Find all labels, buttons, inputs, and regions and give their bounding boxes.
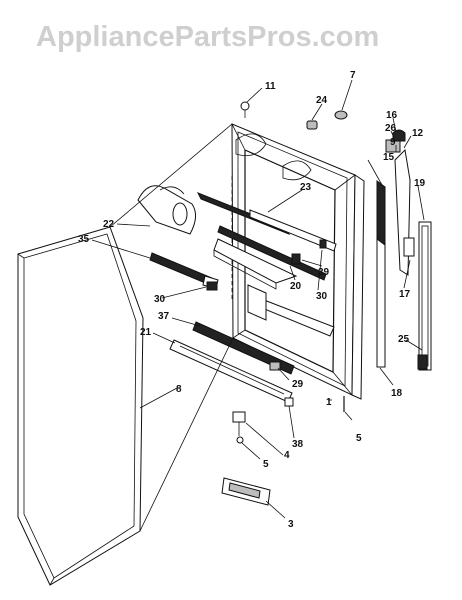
door-shelf-lower [247, 284, 335, 337]
screws-and-caps [206, 101, 348, 506]
callout-37: 37 [158, 311, 170, 322]
callout-8: 8 [176, 384, 182, 395]
callout-23: 23 [300, 182, 312, 193]
callout-39: 39 [318, 267, 330, 278]
callout-9: 9 [390, 137, 396, 148]
callout-19: 19 [414, 178, 426, 189]
callout-5-right: 5 [356, 433, 362, 444]
callout-25: 25 [398, 334, 410, 345]
callout-5-bottom: 5 [263, 459, 269, 470]
callout-7: 7 [350, 70, 356, 81]
watermark-text: AppliancePartsPros.com [36, 21, 379, 53]
callout-35: 35 [78, 234, 90, 245]
callout-16: 16 [386, 110, 398, 121]
callout-22: 22 [103, 219, 115, 230]
leader-lines [91, 79, 425, 532]
callout-4: 4 [284, 450, 290, 461]
callout-15: 15 [383, 152, 395, 163]
callout-20: 20 [290, 281, 302, 292]
shelf-rail-23 [196, 192, 337, 252]
shelf-retainer-37 [192, 321, 295, 375]
door-gasket [17, 226, 144, 586]
callout-11: 11 [265, 81, 276, 92]
callout-30-right: 30 [316, 291, 328, 302]
callout-18: 18 [391, 388, 403, 399]
callout-17: 17 [399, 289, 411, 300]
callout-1: 1 [326, 397, 332, 408]
hinge-assembly [376, 129, 432, 371]
callout-29: 29 [292, 379, 304, 390]
callout-3: 3 [288, 519, 294, 530]
callout-30-left: 30 [154, 294, 166, 305]
callout-21: 21 [140, 327, 152, 338]
door-shelf-20 [213, 225, 327, 290]
callout-24: 24 [316, 95, 328, 106]
callout-26: 26 [385, 123, 397, 134]
butter-door-22 [137, 185, 196, 235]
callout-12: 12 [412, 128, 424, 139]
callout-38: 38 [292, 439, 304, 450]
part-callouts: 11 7 24 16 26 12 9 15 19 23 22 35 39 20 … [78, 70, 426, 530]
